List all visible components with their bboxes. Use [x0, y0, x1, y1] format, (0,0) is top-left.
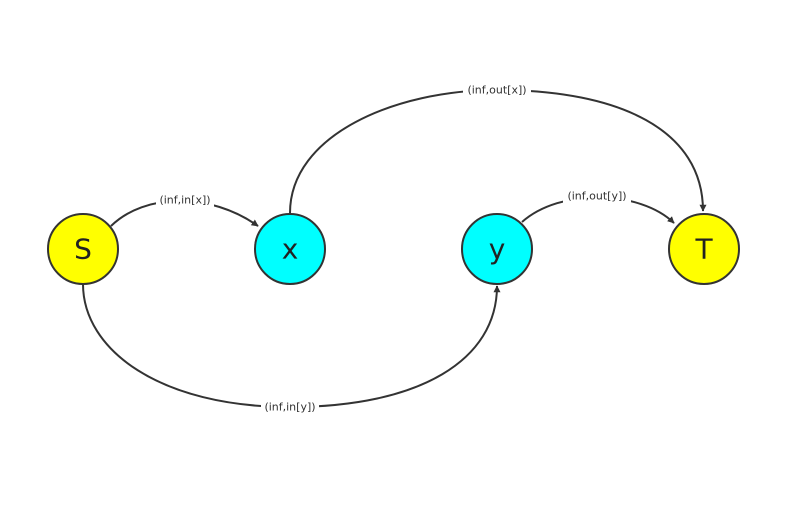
- node-t: T: [668, 213, 740, 285]
- node-s: S: [47, 213, 119, 285]
- edge-label-s-y-text: (inf,in[y]): [264, 401, 315, 414]
- node-y-circle: [461, 213, 533, 285]
- edge-label-x-t: (inf,out[x]): [463, 83, 531, 98]
- edge-s-to-y: [82, 283, 501, 409]
- node-t-circle: [668, 213, 740, 285]
- node-s-circle: [47, 213, 119, 285]
- edge-label-s-x: (inf,in[x]): [156, 193, 214, 208]
- node-t-label: T: [694, 233, 713, 266]
- node-y: y: [461, 213, 533, 285]
- node-x-label: x: [282, 233, 299, 266]
- edge-label-y-t: (inf,out[y]): [563, 189, 631, 204]
- node-x: x: [254, 213, 326, 285]
- edge-x-to-t: [289, 88, 707, 214]
- edge-label-s-y: (inf,in[y]): [261, 400, 319, 415]
- edge-label-s-x-text: (inf,in[x]): [159, 194, 210, 207]
- node-x-circle: [254, 213, 326, 285]
- edge-label-y-t-text: (inf,out[y]): [567, 190, 626, 203]
- node-s-label: S: [74, 233, 92, 266]
- node-y-label: y: [489, 233, 506, 266]
- edge-label-x-t-text: (inf,out[x]): [467, 84, 526, 97]
